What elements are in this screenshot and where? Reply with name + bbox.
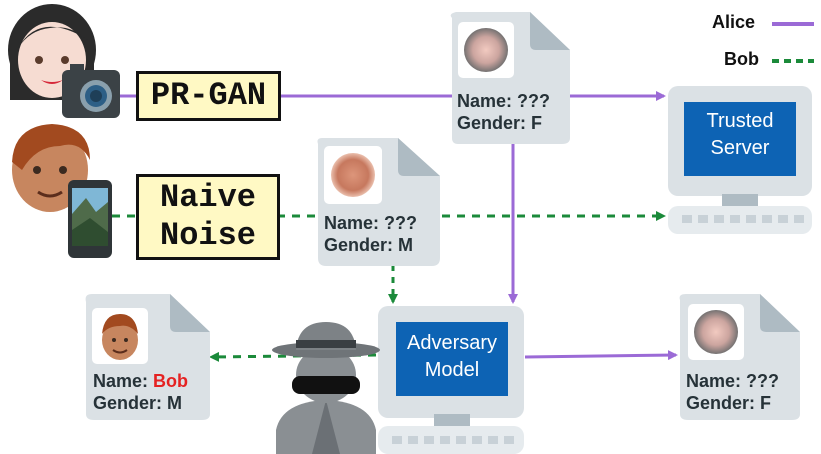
bob-sent-name-label: Name:	[324, 213, 380, 233]
alice-sent-name-row: Name: ???	[457, 90, 550, 112]
adversary-monitor-icon	[378, 306, 524, 454]
camera-icon	[62, 64, 120, 118]
bob-revealed-doc-text: Name: Bob Gender: M	[93, 370, 188, 414]
trusted-server-monitor-icon	[668, 86, 812, 234]
alice-protected-name-row: Name: ???	[686, 370, 779, 392]
alice-protected-name-value: ???	[746, 371, 780, 391]
alice-protected-gender-value: F	[760, 393, 772, 413]
alice-sent-name-value: ???	[517, 91, 551, 111]
legend-alice-label: Alice	[712, 12, 756, 32]
bob-revealed-gender-label: Gender:	[93, 393, 163, 413]
trusted-server-label-line2: Server	[710, 137, 770, 159]
document-icon-alice-protected	[679, 294, 800, 420]
bob-revealed-name-value: Bob	[153, 371, 189, 391]
alice-sent-gender-value: F	[531, 113, 543, 133]
alice-sent-gender-label: Gender:	[457, 113, 527, 133]
alice-protected-gender-label: Gender:	[686, 393, 756, 413]
alice-sent-name-label: Name:	[457, 91, 513, 111]
bob-revealed-gender-row: Gender: M	[93, 392, 188, 414]
document-icon-bob-revealed	[85, 294, 210, 420]
pr-gan-box: PR-GAN	[136, 71, 281, 121]
document-icon-alice-sent	[450, 12, 570, 144]
bob-revealed-name-label: Name:	[93, 371, 149, 391]
adversary-model-label-line2: Model	[424, 359, 480, 381]
bob-revealed-name-row: Name: Bob	[93, 370, 188, 392]
bob-sent-doc-text: Name: ??? Gender: M	[324, 212, 417, 256]
pr-gan-label: PR-GAN	[150, 77, 267, 114]
bob-sent-gender-value: M	[398, 235, 414, 255]
naive-noise-label-line2: Noise	[159, 217, 256, 254]
naive-noise-label-line1: Naive	[159, 179, 256, 216]
spy-icon	[272, 322, 380, 454]
legend-bob-label: Bob	[724, 49, 759, 69]
alice-sent-doc-text: Name: ??? Gender: F	[457, 90, 550, 134]
alice-protected-gender-row: Gender: F	[686, 392, 779, 414]
phone-photo-icon	[68, 180, 112, 258]
naive-noise-box: Naive Noise	[136, 174, 280, 260]
adversary-to-alice-doc-arrow	[524, 350, 678, 361]
trusted-server-label-line1: Trusted	[706, 110, 774, 132]
document-icon-bob-sent	[317, 138, 440, 266]
bob-sent-gender-label: Gender:	[324, 235, 394, 255]
adversary-model-label: Adversary Model	[396, 330, 508, 384]
trusted-server-label: Trusted Server	[684, 108, 796, 162]
alice-protected-doc-text: Name: ??? Gender: F	[686, 370, 779, 414]
alice-sent-gender-row: Gender: F	[457, 112, 550, 134]
alice-protected-name-label: Name:	[686, 371, 742, 391]
bob-revealed-gender-value: M	[167, 393, 183, 413]
bob-sent-gender-row: Gender: M	[324, 234, 417, 256]
bob-sent-name-value: ???	[384, 213, 418, 233]
bob-sent-name-row: Name: ???	[324, 212, 417, 234]
adversary-model-label-line1: Adversary	[406, 332, 498, 354]
